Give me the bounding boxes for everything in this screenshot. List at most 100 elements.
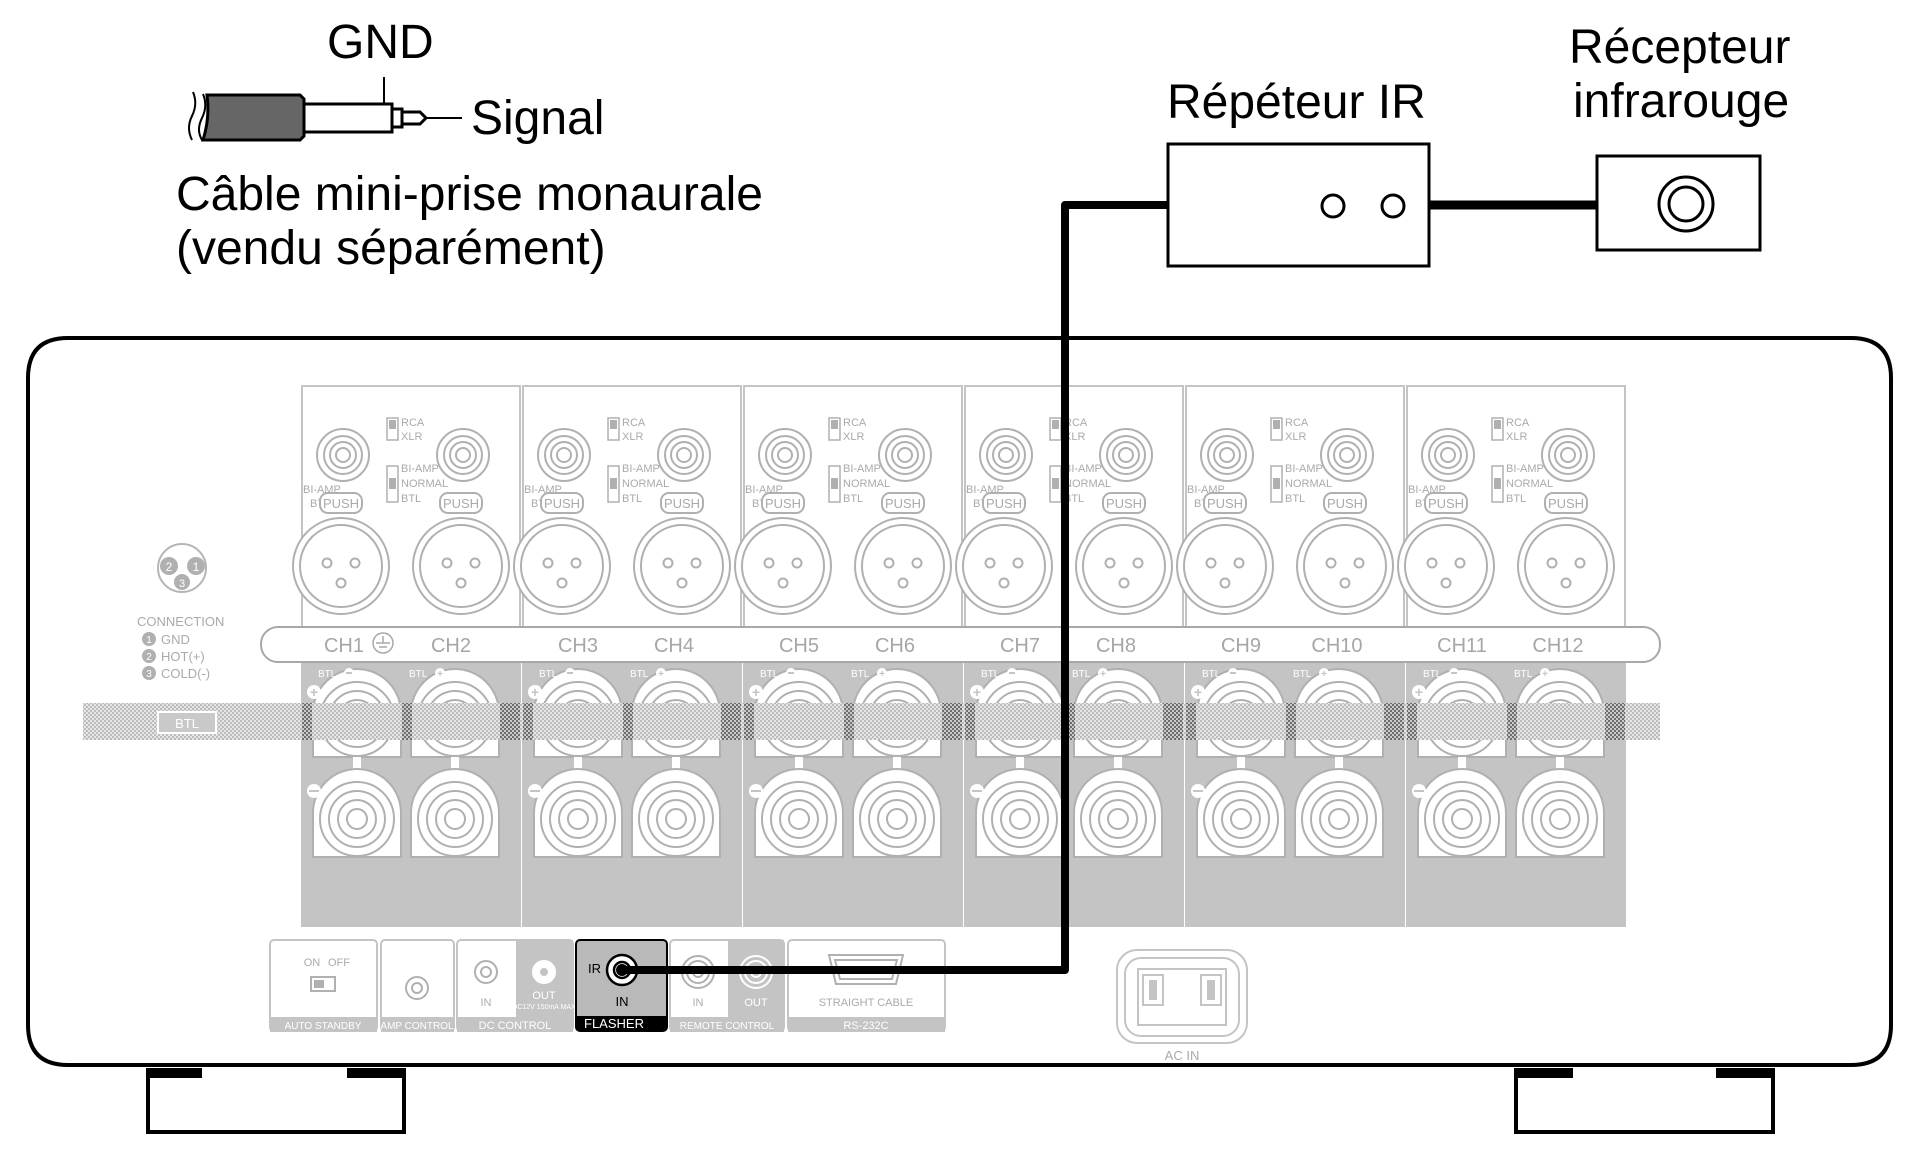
channel-label: CH7: [1000, 635, 1040, 657]
svg-text:FLASHER: FLASHER: [584, 1016, 644, 1031]
svg-text:2: 2: [146, 652, 152, 663]
push-latch[interactable]: [660, 492, 704, 514]
rca-input-jack[interactable]: [436, 428, 490, 482]
switch-label: XLR: [1285, 431, 1306, 443]
xlr-input-jack[interactable]: PUSH: [734, 492, 832, 615]
speaker-terminal[interactable]: [1515, 768, 1605, 858]
amp-mode-switch[interactable]: [1049, 465, 1062, 503]
rca-xlr-switch[interactable]: [1049, 417, 1062, 441]
xlr-input-jack[interactable]: PUSH: [854, 492, 952, 615]
push-latch[interactable]: [319, 492, 363, 514]
rca-xlr-switch[interactable]: [828, 417, 841, 441]
push-latch[interactable]: [540, 492, 584, 514]
dc-control-out-jack[interactable]: [532, 960, 556, 984]
speaker-terminal[interactable]: [1196, 768, 1286, 858]
rca-input-jack[interactable]: [1541, 428, 1595, 482]
xlr-input-jack[interactable]: PUSH: [412, 492, 510, 615]
push-label: PUSH: [544, 496, 580, 511]
push-latch[interactable]: [982, 492, 1026, 514]
xlr-input-jack[interactable]: PUSH: [1296, 492, 1394, 615]
switch-label: RCA: [1285, 417, 1309, 429]
svg-text:3: 3: [146, 669, 152, 680]
rca-xlr-switch[interactable]: [1491, 417, 1504, 441]
rca-xlr-switch[interactable]: [1270, 417, 1283, 441]
cable-name-line2: (vendu séparément): [176, 222, 606, 275]
push-latch[interactable]: [1424, 492, 1468, 514]
xlr-input-jack[interactable]: PUSH: [1517, 492, 1615, 615]
rca-input-jack[interactable]: [878, 428, 932, 482]
plus-icon: [749, 685, 763, 699]
speaker-terminal[interactable]: [631, 768, 721, 858]
dc-control-in-jack[interactable]: [474, 960, 498, 984]
rca-input-jack[interactable]: [316, 428, 370, 482]
xlr-input-jack[interactable]: PUSH: [1075, 492, 1173, 615]
push-label: PUSH: [765, 496, 801, 511]
switch-label: BTL: [1064, 493, 1084, 505]
push-latch[interactable]: [761, 492, 805, 514]
amp-mode-switch[interactable]: [828, 465, 841, 503]
speaker-terminal[interactable]: [1073, 768, 1163, 858]
channel-module: RCAXLRBI-AMPNORMALBTLBI-AMPBTLPUSHPUSH+B…: [955, 385, 1184, 927]
push-latch[interactable]: [439, 492, 483, 514]
btl-plus-label: BTL: [630, 669, 649, 680]
amp-control-jack[interactable]: [405, 976, 429, 1000]
svg-text:1: 1: [146, 635, 152, 646]
rca-input-jack[interactable]: [537, 428, 591, 482]
switch-label: BTL: [843, 493, 863, 505]
rca-input-jack[interactable]: [758, 428, 812, 482]
speaker-terminal[interactable]: [533, 768, 623, 858]
rca-input-jack[interactable]: [979, 428, 1033, 482]
push-latch[interactable]: [1323, 492, 1367, 514]
speaker-terminal[interactable]: [1417, 768, 1507, 858]
xlr-input-jack[interactable]: PUSH: [1397, 492, 1495, 615]
cable-name-line1: Câble mini-prise monaurale: [176, 168, 763, 221]
amp-mode-switch[interactable]: [1270, 465, 1283, 503]
channel-label: CH2: [431, 635, 471, 657]
rca-xlr-switch[interactable]: [607, 417, 620, 441]
push-latch[interactable]: [1102, 492, 1146, 514]
speaker-terminal[interactable]: [975, 768, 1065, 858]
rca-xlr-switch[interactable]: [386, 417, 399, 441]
ac-inlet[interactable]: [1116, 949, 1248, 1044]
signal-label: Signal: [471, 92, 604, 145]
switch-label: BI-AMP: [843, 463, 881, 475]
mono-mini-plug-cable: [188, 77, 462, 142]
channel-module: RCAXLRBI-AMPNORMALBTLBI-AMPBTLPUSHPUSH+B…: [734, 385, 963, 927]
speaker-terminal[interactable]: [410, 768, 500, 858]
xlr-input-jack[interactable]: PUSH: [292, 492, 390, 615]
xlr-input-jack[interactable]: PUSH: [955, 492, 1053, 615]
switch-label: BTL: [622, 493, 642, 505]
rca-input-jack[interactable]: [1421, 428, 1475, 482]
plus-icon: [307, 685, 321, 699]
ir-receiver-label-line2: infrarouge: [1573, 75, 1789, 128]
svg-text:REMOTE CONTROL: REMOTE CONTROL: [680, 1021, 775, 1032]
speaker-terminal[interactable]: [754, 768, 844, 858]
rca-input-jack[interactable]: [1099, 428, 1153, 482]
rca-input-jack[interactable]: [1200, 428, 1254, 482]
btl-minus-label: BTL: [318, 669, 337, 680]
plus-icon: [1412, 685, 1426, 699]
rca-input-jack[interactable]: [1320, 428, 1374, 482]
xlr-input-jack[interactable]: PUSH: [633, 492, 731, 615]
plus-icon: +: [752, 684, 760, 700]
speaker-terminal[interactable]: [852, 768, 942, 858]
svg-text:OUT: OUT: [532, 990, 556, 1002]
push-latch[interactable]: [1203, 492, 1247, 514]
btl-minus-label: BTL: [981, 669, 1000, 680]
ir-receiver-label-line1: Récepteur: [1569, 21, 1790, 74]
speaker-terminal[interactable]: [1294, 768, 1384, 858]
rca-input-jack[interactable]: [657, 428, 711, 482]
btl-minus-label: BTL: [539, 669, 558, 680]
amp-mode-switch[interactable]: [607, 465, 620, 503]
push-latch[interactable]: [881, 492, 925, 514]
xlr-input-jack[interactable]: PUSH: [1176, 492, 1274, 615]
amp-mode-switch[interactable]: [386, 465, 399, 503]
amp-mode-switch[interactable]: [1491, 465, 1504, 503]
switch-label: XLR: [401, 431, 422, 443]
push-latch[interactable]: [1544, 492, 1588, 514]
svg-text:+: +: [879, 669, 885, 680]
speaker-terminal[interactable]: [312, 768, 402, 858]
xlr-input-jack[interactable]: PUSH: [513, 492, 611, 615]
switch-label: BTL: [1285, 493, 1305, 505]
